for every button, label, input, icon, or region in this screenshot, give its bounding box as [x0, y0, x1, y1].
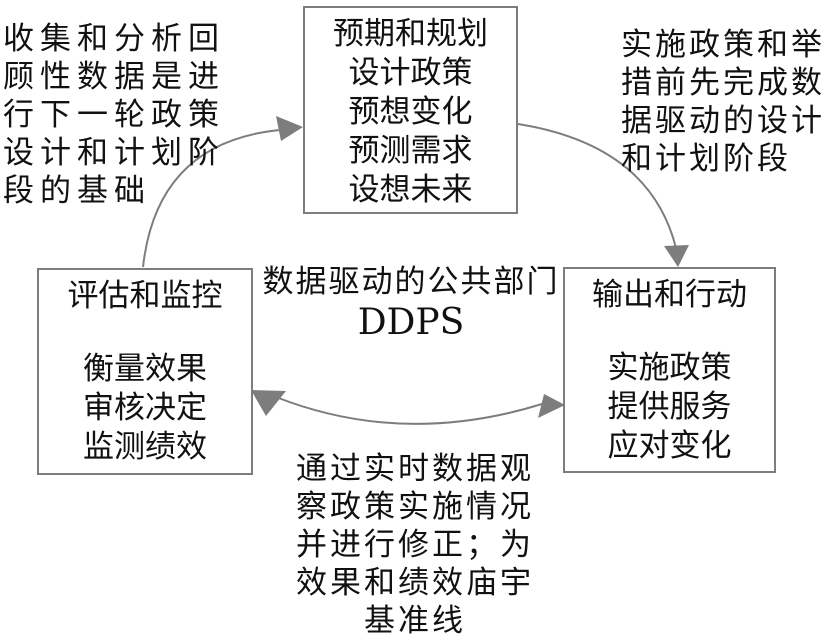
arrowhead-into-evaluation-icon — [251, 390, 286, 416]
box-spacer — [565, 315, 774, 349]
box-title: 输出和行动 — [592, 277, 747, 313]
box-item: 设想未来 — [348, 172, 473, 208]
box-item: 提供服务 — [607, 389, 732, 425]
annotation-line: 效果和绩效庙宇 — [296, 565, 534, 601]
annotation-line: 行下一轮政策 — [3, 97, 225, 133]
center-label-text: 数据驱动的公共部门 — [262, 264, 560, 300]
box-item: 预想变化 — [348, 94, 473, 130]
annotation-realtime-data: 通过实时数据观 察政策实施情况 并进行修正；为 效果和绩效庙宇 基准线 — [265, 450, 565, 638]
box-spacer — [39, 316, 251, 350]
box-title: 预期和规划 — [333, 16, 488, 52]
annotation-line: 察政策实施情况 — [296, 489, 534, 525]
arrow-evaluation-to-anticipation — [142, 129, 281, 268]
box-item: 设计政策 — [348, 55, 473, 91]
annotation-line: 顾性数据是进 — [3, 59, 225, 95]
annotation-line: 基准线 — [364, 603, 466, 638]
box-item: 衡量效果 — [83, 351, 207, 387]
box-title: 评估和监控 — [67, 278, 223, 314]
center-label-acronym: DDPS — [357, 302, 465, 343]
box-item: 审核决定 — [83, 390, 207, 426]
arrowhead-into-outputs-icon — [664, 245, 689, 267]
arrow-anticipation-to-outputs — [517, 123, 677, 249]
annotation-line: 和计划阶段 — [621, 141, 791, 177]
box-item: 监测绩效 — [83, 429, 207, 465]
arrowhead-into-outputs-left-icon — [538, 394, 565, 418]
annotation-line: 收集和分析回 — [3, 21, 225, 57]
annotation-line: 实施政策和举 — [621, 27, 825, 63]
arrowhead-into-anticipation-icon — [276, 116, 303, 141]
box-item: 实施政策 — [607, 350, 732, 386]
annotation-line: 据驱动的设计 — [621, 103, 825, 139]
annotation-line: 段的基础 — [3, 173, 151, 209]
annotation-line: 措前先完成数 — [621, 65, 825, 101]
annotation-line: 通过实时数据观 — [296, 451, 534, 487]
annotation-design-before-implementation: 实施政策和举 措前先完成数 据驱动的设计 和计划阶段 — [621, 26, 825, 178]
box-item: 预测需求 — [348, 133, 473, 169]
box-evaluation-monitoring: 评估和监控 衡量效果 审核决定 监测绩效 — [37, 268, 253, 475]
annotation-line: 并进行修正；为 — [296, 527, 534, 563]
box-outputs-action: 输出和行动 实施政策 提供服务 应对变化 — [563, 267, 776, 473]
annotation-line: 设计和计划阶 — [3, 135, 225, 171]
arrow-outputs-evaluation-bidirectional — [275, 396, 543, 425]
box-anticipation-planning: 预期和规划 设计政策 预想变化 预测需求 设想未来 — [303, 6, 518, 214]
center-label-ddps: 数据驱动的公共部门 DDPS — [255, 262, 567, 344]
annotation-retrospective-data: 收集和分析回 顾性数据是进 行下一轮政策 设计和计划阶 段的基础 — [3, 20, 225, 210]
box-item: 应对变化 — [607, 428, 732, 464]
